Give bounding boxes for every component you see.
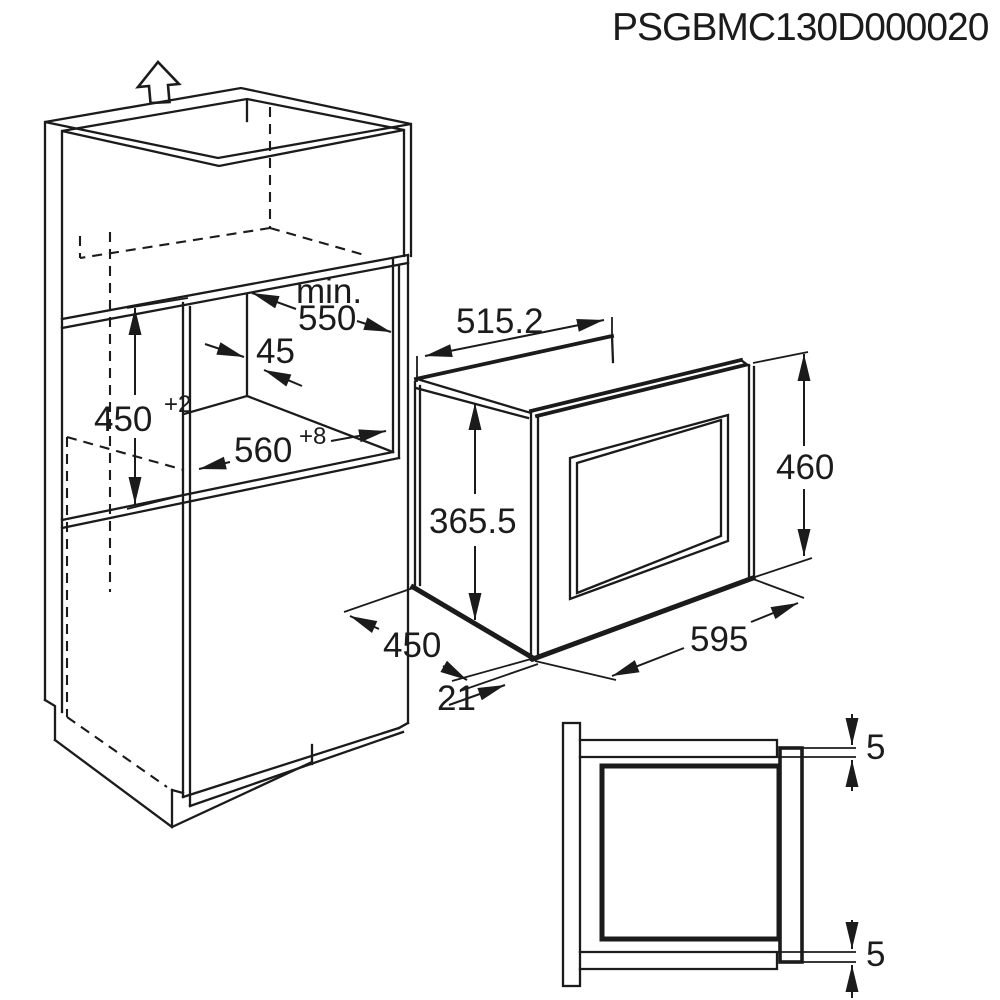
- section-dimensions: 5 5: [777, 714, 885, 998]
- niche-width-tolerance: +8: [299, 423, 326, 450]
- niche-dimensions: min. 550 45 450 +2 560 +8: [94, 272, 392, 510]
- mw-front-width-value: 595: [690, 620, 748, 659]
- cabinet-structure: [43, 86, 413, 829]
- niche-depth-value: 550: [298, 299, 356, 338]
- mw-body-depth-value: 450: [383, 626, 441, 665]
- niche-height-tolerance: +2: [164, 391, 191, 418]
- section-top-gap-value: 5: [866, 728, 885, 767]
- rear-clearance-value: 45: [256, 332, 295, 371]
- up-arrow-icon: [135, 60, 182, 105]
- cabinet-hidden-lines: [65, 107, 369, 788]
- section-bottom-gap-value: 5: [866, 935, 885, 974]
- niche-depth-min-label: min.: [296, 272, 362, 311]
- niche-height-value: 450: [94, 400, 152, 439]
- microwave-oven: [409, 333, 757, 663]
- microwave-dimensions: 515.2 365.5 460 595 450 21: [343, 302, 834, 718]
- niche-width-value: 560: [234, 431, 292, 470]
- section-view: [561, 721, 804, 988]
- mw-body-height-value: 365.5: [429, 502, 517, 541]
- drawing-code: PSGBMC130D000020: [612, 6, 989, 49]
- mw-front-height-value: 460: [776, 448, 834, 487]
